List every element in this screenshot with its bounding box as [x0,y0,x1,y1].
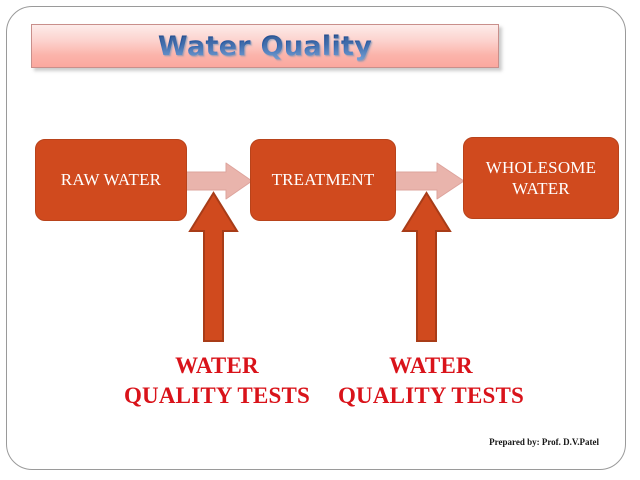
flow-arrow-right-icon [393,162,465,200]
process-box-wholesome-water-label: WHOLESOME WATER [486,157,596,200]
process-box-treatment-label: TREATMENT [271,170,375,190]
slide-frame: Water Quality RAW WATER TREATMENT WHOLES… [6,6,626,470]
process-box-wholesome-water[interactable]: WHOLESOME WATER [463,137,619,219]
process-box-wholesome-water-line1: WHOLESOME [485,157,597,177]
page-title: Water Quality [157,30,373,62]
process-box-raw-water[interactable]: RAW WATER [35,139,187,221]
slide-title-banner: Water Quality [31,24,499,68]
process-box-raw-water-label: RAW WATER [60,170,162,190]
process-box-wholesome-water-line2: WATER [512,179,570,198]
test-label-right-line2: QUALITY TESTS [337,383,525,409]
input-arrow-up-icon [188,191,239,342]
process-box-treatment[interactable]: TREATMENT [250,139,396,221]
flow-arrow-right-icon [185,162,253,200]
test-label-right: WATER QUALITY TESTS [331,351,531,412]
test-label-left: WATER QUALITY TESTS [117,351,317,412]
footer-credit: Prepared by: Prof. D.V.Patel [489,437,599,447]
test-label-left-line1: WATER [175,353,259,378]
input-arrow-up-icon [401,191,452,342]
test-label-right-line1: WATER [389,353,473,378]
test-label-left-line2: QUALITY TESTS [123,383,311,409]
